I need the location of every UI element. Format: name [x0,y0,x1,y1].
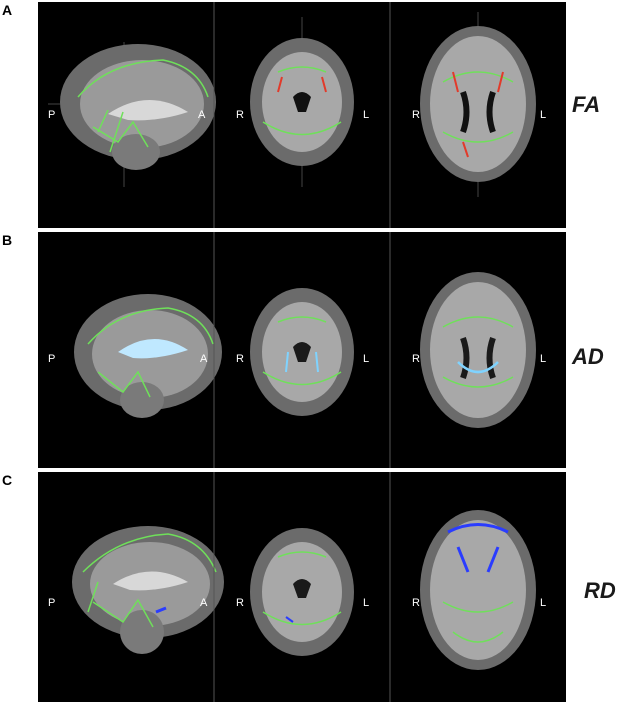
coronal-right-label: L [363,353,369,365]
panel-a-row: P A R L R L [38,2,566,228]
coronal-left-label: R [236,353,244,365]
axial-slice-b: R L [412,272,546,428]
panel-a-images: P A R L R L [48,2,546,228]
sagittal-slice-b: P A [48,294,222,418]
coronal-slice-a: R L [236,17,369,187]
axial-right-label: L [540,109,546,121]
panel-letter-a: A [2,2,13,18]
axial-right-label: L [540,353,546,365]
axial-slice-c: R L [412,510,546,670]
axial-right-label: L [540,597,546,609]
axial-slice-a: R L [412,12,546,197]
sagittal-right-label: A [198,109,206,121]
sagittal-slice-c: P A [48,526,224,654]
coronal-slice-c: R L [236,528,369,656]
panel-c-row: P A R L R L [38,472,566,702]
coronal-left-label: R [236,597,244,609]
coronal-right-label: L [363,597,369,609]
axial-left-label: R [412,353,420,365]
coronal-slice-b: R L [236,288,369,416]
coronal-right-label: L [363,109,369,121]
sagittal-left-label: P [48,353,55,365]
panel-c-images: P A R L R L [48,472,546,702]
sagittal-right-label: A [200,353,208,365]
metric-label-fa: FA [572,92,601,117]
panel-b-row: P A R L R L [38,232,566,468]
metric-label-rd: RD [584,578,616,603]
panel-letter-b: B [2,232,13,248]
sagittal-right-label: A [200,597,208,609]
panel-b-images: P A R L R L [48,232,546,468]
axial-left-label: R [412,597,420,609]
metric-label-ad: AD [572,344,604,369]
panel-letter-c: C [2,472,13,488]
sagittal-left-label: P [48,597,55,609]
sagittal-left-label: P [48,109,55,121]
coronal-left-label: R [236,109,244,121]
axial-left-label: R [412,109,420,121]
sagittal-slice-a: P A [48,42,216,187]
